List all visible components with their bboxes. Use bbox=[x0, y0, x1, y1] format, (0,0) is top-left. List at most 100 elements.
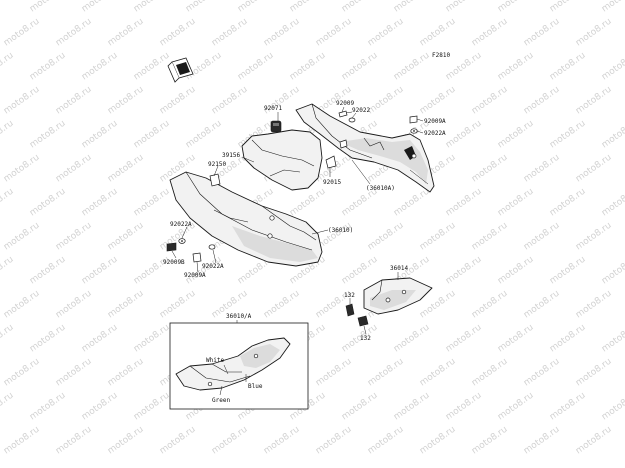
watermark-text: moto8.ru bbox=[444, 391, 484, 423]
watermark-text: moto8.ru bbox=[470, 85, 510, 117]
washer-92022a-top bbox=[410, 128, 418, 134]
label-92022a-low: 92022A bbox=[202, 263, 224, 270]
watermark-text: moto8.ru bbox=[2, 85, 42, 117]
watermark-text: moto8.ru bbox=[548, 323, 588, 355]
watermark-text: moto8.ru bbox=[54, 85, 94, 117]
watermark-text: moto8.ru bbox=[158, 425, 198, 457]
watermark-text: moto8.ru bbox=[0, 0, 16, 14]
watermark-text: moto8.ru bbox=[470, 357, 510, 389]
watermark-text: moto8.ru bbox=[132, 391, 172, 423]
bolt-132-top bbox=[345, 303, 355, 317]
screw-92009a-low bbox=[192, 252, 202, 263]
watermark-text: moto8.ru bbox=[574, 85, 614, 117]
watermark-text: moto8.ru bbox=[444, 0, 484, 14]
watermark-text: moto8.ru bbox=[158, 17, 198, 49]
inner-panel-39156 bbox=[241, 129, 323, 191]
watermark-text: moto8.ru bbox=[80, 51, 120, 83]
bolt-92150 bbox=[209, 173, 221, 187]
label-92009a-top: 92009A bbox=[424, 118, 446, 125]
watermark-text: moto8.ru bbox=[392, 391, 432, 423]
watermark-text: moto8.ru bbox=[418, 357, 458, 389]
watermark-text: moto8.ru bbox=[600, 391, 625, 423]
watermark-text: moto8.ru bbox=[522, 153, 562, 185]
color-label-green: Green bbox=[212, 397, 230, 404]
watermark-text: moto8.ru bbox=[548, 0, 588, 14]
screw-92009b bbox=[166, 242, 177, 252]
washer-92022a-low bbox=[208, 244, 216, 250]
watermark-text: moto8.ru bbox=[184, 0, 224, 14]
label-92015: 92015 bbox=[323, 179, 341, 186]
watermark-text: moto8.ru bbox=[340, 51, 380, 83]
lower-side-cover-36010 bbox=[169, 171, 323, 267]
watermark-text: moto8.ru bbox=[366, 85, 406, 117]
watermark-text: moto8.ru bbox=[444, 187, 484, 219]
watermark-text: moto8.ru bbox=[522, 425, 562, 457]
watermark-text: moto8.ru bbox=[522, 289, 562, 321]
watermark-text: moto8.ru bbox=[210, 85, 250, 117]
watermark-text: moto8.ru bbox=[158, 289, 198, 321]
label-132-bottom: 132 bbox=[360, 335, 371, 342]
watermark-text: moto8.ru bbox=[496, 0, 536, 14]
label-92022-top: 92022 bbox=[352, 107, 370, 114]
color-label-blue: Blue bbox=[248, 383, 263, 390]
watermark-text: moto8.ru bbox=[470, 153, 510, 185]
front-direction-icon bbox=[167, 57, 194, 83]
watermark-text: moto8.ru bbox=[0, 51, 16, 83]
watermark-text: moto8.ru bbox=[574, 221, 614, 253]
washer-92022a-left bbox=[178, 238, 186, 244]
label-92009b: 92009B bbox=[163, 259, 185, 266]
watermark-text: moto8.ru bbox=[0, 255, 16, 287]
watermark-text: moto8.ru bbox=[54, 153, 94, 185]
watermark-text: moto8.ru bbox=[288, 0, 328, 14]
watermark-text: moto8.ru bbox=[28, 0, 68, 14]
clip-92015 bbox=[325, 139, 348, 169]
watermark-text: moto8.ru bbox=[28, 119, 68, 151]
watermark-text: moto8.ru bbox=[392, 323, 432, 355]
label-92022a-left: 92022A bbox=[170, 221, 192, 228]
watermark-text: moto8.ru bbox=[80, 391, 120, 423]
watermark-text: moto8.ru bbox=[418, 221, 458, 253]
watermark-text: moto8.ru bbox=[444, 119, 484, 151]
watermark-text: moto8.ru bbox=[106, 425, 146, 457]
watermark-text: moto8.ru bbox=[2, 17, 42, 49]
watermark-text: moto8.ru bbox=[470, 221, 510, 253]
watermark-text: moto8.ru bbox=[106, 17, 146, 49]
watermark-text: moto8.ru bbox=[106, 85, 146, 117]
watermark-text: moto8.ru bbox=[574, 357, 614, 389]
watermark-text: moto8.ru bbox=[2, 221, 42, 253]
label-92009a-low: 92009A bbox=[184, 272, 206, 279]
watermark-text: moto8.ru bbox=[496, 119, 536, 151]
label-36010: (36010) bbox=[328, 227, 353, 234]
upper-side-cover-36010a bbox=[295, 103, 435, 193]
watermark-text: moto8.ru bbox=[600, 119, 625, 151]
diagram-code: F2810 bbox=[432, 52, 450, 59]
watermark-text: moto8.ru bbox=[392, 51, 432, 83]
watermark-text: moto8.ru bbox=[444, 323, 484, 355]
watermark-text: moto8.ru bbox=[548, 187, 588, 219]
variant-inset: 36010/A White Blue Green bbox=[169, 313, 309, 410]
bolt-132-bottom bbox=[357, 315, 369, 327]
watermark-text: moto8.ru bbox=[184, 119, 224, 151]
watermark-text: moto8.ru bbox=[106, 357, 146, 389]
watermark-text: moto8.ru bbox=[0, 187, 16, 219]
watermark-text: moto8.ru bbox=[574, 425, 614, 457]
watermark-text: moto8.ru bbox=[470, 17, 510, 49]
watermark-text: moto8.ru bbox=[470, 425, 510, 457]
watermark-text: moto8.ru bbox=[314, 17, 354, 49]
watermark-text: moto8.ru bbox=[2, 357, 42, 389]
watermark-text: moto8.ru bbox=[470, 289, 510, 321]
watermark-text: moto8.ru bbox=[522, 85, 562, 117]
watermark-text: moto8.ru bbox=[2, 289, 42, 321]
grommet-92071 bbox=[270, 120, 282, 133]
watermark-text: moto8.ru bbox=[80, 255, 120, 287]
watermark-text: moto8.ru bbox=[132, 0, 172, 14]
watermark-text: moto8.ru bbox=[366, 221, 406, 253]
watermark-text: moto8.ru bbox=[236, 0, 276, 14]
watermark-text: moto8.ru bbox=[496, 391, 536, 423]
watermark-text: moto8.ru bbox=[106, 221, 146, 253]
watermark-text: moto8.ru bbox=[340, 255, 380, 287]
watermark-text: moto8.ru bbox=[522, 357, 562, 389]
watermark-text: moto8.ru bbox=[28, 391, 68, 423]
watermark-text: moto8.ru bbox=[548, 391, 588, 423]
